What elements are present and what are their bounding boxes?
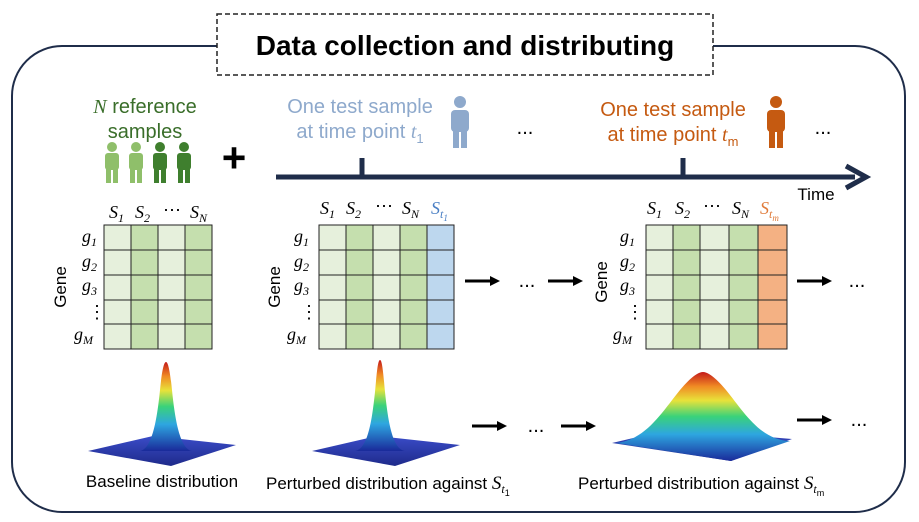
- person-icon: [153, 142, 167, 183]
- person-icon: [105, 142, 119, 183]
- person-icon: [177, 142, 191, 183]
- svg-text:g3: g3: [294, 275, 309, 298]
- reference-people-icon: [105, 142, 191, 183]
- gene-axis-label: Gene: [592, 261, 611, 303]
- reference-label-line1: N reference: [92, 96, 196, 118]
- perturbed-distribution-t1-plot: [312, 360, 460, 466]
- testm-label-line2: at time point tm: [608, 124, 739, 149]
- title: Data collection and distributing: [256, 30, 674, 61]
- svg-text:g2: g2: [620, 251, 635, 274]
- ellipsis: ...: [849, 270, 866, 292]
- plus-sign: +: [222, 134, 247, 181]
- gene-axis-label: Gene: [265, 266, 284, 308]
- ellipsis: ...: [517, 117, 534, 139]
- perturbed-matrix-t1: [318, 224, 455, 350]
- svg-text:S1: S1: [320, 198, 335, 221]
- svg-text:⋯: ⋯: [703, 196, 721, 216]
- svg-text:gM: gM: [287, 324, 307, 347]
- svg-text:Stm: Stm: [760, 198, 779, 223]
- svg-text:g2: g2: [82, 251, 97, 274]
- reference-label-line2: samples: [108, 121, 182, 143]
- time-axis-label: Time: [797, 185, 834, 204]
- perturbed-caption-t1: Perturbed distribution against St1: [266, 473, 510, 498]
- perturbed-matrix-tm: [645, 224, 788, 350]
- testm-label-line1: One test sample: [600, 99, 746, 121]
- svg-text:gM: gM: [74, 324, 94, 347]
- title-box: [216, 13, 714, 76]
- svg-text:g3: g3: [82, 275, 97, 298]
- svg-text:g1: g1: [294, 226, 309, 249]
- svg-text:⋮: ⋮: [300, 302, 318, 322]
- svg-text:g3: g3: [620, 275, 635, 298]
- svg-text:⋮: ⋮: [88, 302, 106, 322]
- ellipsis: ...: [815, 117, 832, 139]
- svg-text:g1: g1: [620, 226, 635, 249]
- row-labels: g1 g2 g3 ⋮ gM: [613, 226, 644, 347]
- svg-text:St1: St1: [431, 198, 448, 223]
- column-labels: S1 S2 ⋯ SN: [109, 200, 208, 225]
- perturbed-caption-tm: Perturbed distribution against Stm: [578, 473, 824, 498]
- svg-text:gM: gM: [613, 324, 633, 347]
- svg-text:⋯: ⋯: [163, 200, 181, 220]
- column-labels: S1 S2 ⋯ SN St1: [320, 196, 448, 223]
- svg-text:g2: g2: [294, 251, 309, 274]
- row-labels: g1 g2 g3 ⋮ gM: [287, 226, 318, 347]
- ellipsis: ...: [519, 270, 536, 292]
- svg-text:SN: SN: [190, 202, 208, 225]
- column-labels: S1 S2 ⋯ SN Stm: [647, 196, 779, 223]
- svg-text:S2: S2: [346, 198, 361, 221]
- baseline-distribution-plot: [88, 362, 236, 466]
- svg-text:⋮: ⋮: [626, 302, 644, 322]
- reference-matrix: [103, 224, 213, 350]
- time-axis-arrowhead: [844, 163, 872, 191]
- gene-axis-label: Gene: [51, 266, 70, 308]
- baseline-caption: Baseline distribution: [86, 472, 238, 491]
- svg-text:g1: g1: [82, 226, 97, 249]
- test1-label-line1: One test sample: [287, 96, 433, 118]
- test1-label-line2: at time point t1: [296, 121, 423, 146]
- svg-text:SN: SN: [402, 198, 420, 221]
- svg-text:S2: S2: [135, 202, 150, 225]
- svg-text:S1: S1: [109, 202, 124, 225]
- svg-text:⋯: ⋯: [375, 196, 393, 216]
- test-person-icon: [451, 96, 469, 148]
- perturbed-distribution-tm-plot: [612, 372, 792, 461]
- row-labels: g1 g2 g3 ⋮ gM: [74, 226, 106, 347]
- ellipsis: ...: [851, 409, 868, 431]
- svg-text:S2: S2: [675, 198, 690, 221]
- svg-text:SN: SN: [732, 198, 750, 221]
- test-person-icon: [767, 96, 785, 148]
- person-icon: [129, 142, 143, 183]
- ellipsis: ...: [528, 415, 545, 437]
- svg-text:S1: S1: [647, 198, 662, 221]
